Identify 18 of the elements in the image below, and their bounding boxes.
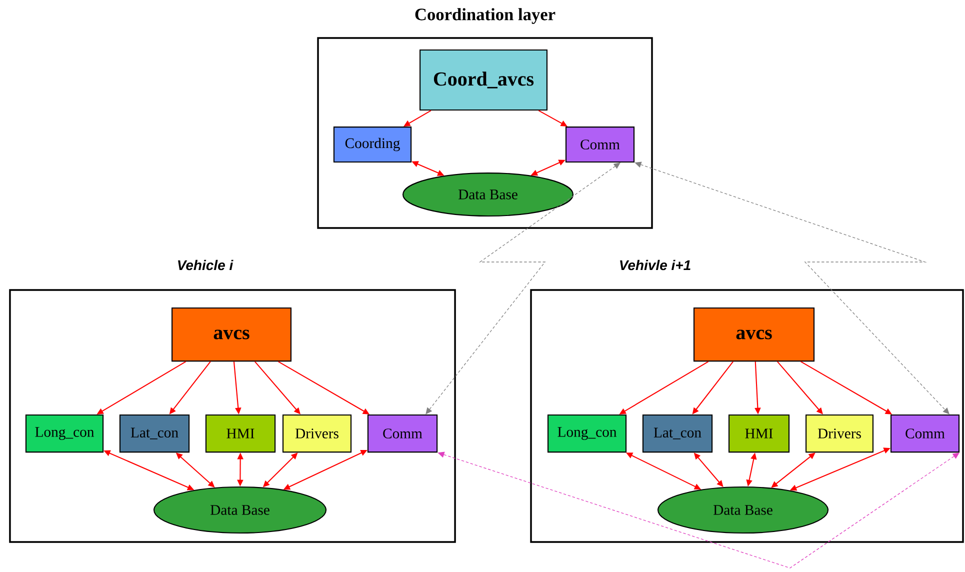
module-box: avcs [172,307,292,362]
module-box: Drivers [282,414,352,453]
panel-heading: Vehivle i+1 [620,260,690,270]
module-box: Drivers [806,414,874,453]
module-box: Comm [367,414,438,453]
module-box: avcs [693,307,815,362]
module-box: Comm [890,414,960,453]
panel-heading: Coordination layer [415,8,556,24]
module-box: HMI [205,414,276,453]
panel-heading: Vehicle i [178,260,234,270]
module-box: Coord_avcs [420,49,548,111]
module-box: Lat_con [119,414,190,453]
module-box: Coording [333,126,412,162]
module-box: Long_con [547,414,627,453]
module-box: Comm [565,126,635,162]
module-box: HMI [728,414,790,453]
module-box: Lat_con [642,414,713,453]
module-box: Long_con [25,414,104,453]
